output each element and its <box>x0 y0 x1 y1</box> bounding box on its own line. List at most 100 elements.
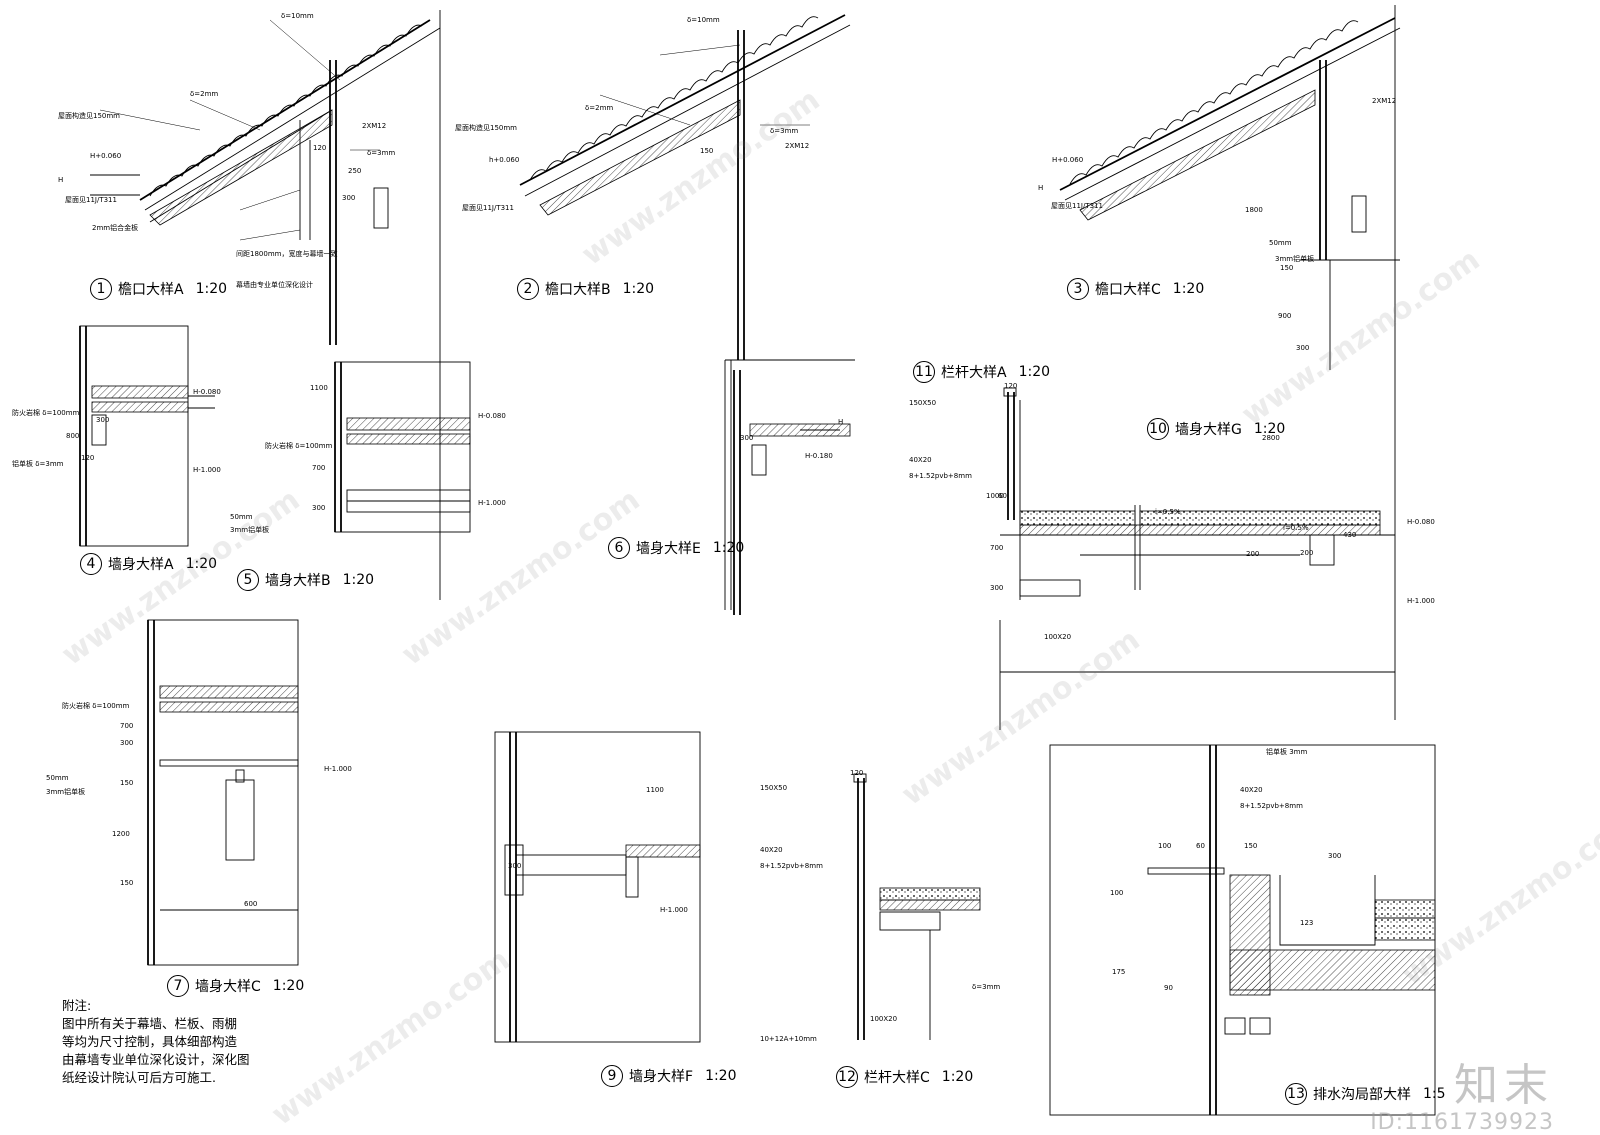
svg-text:300: 300 <box>1296 344 1309 352</box>
svg-text:H-0.080: H-0.080 <box>1407 518 1435 526</box>
detail-scale: 1:20 <box>712 540 745 556</box>
detail-label: 栏杆大样C <box>864 1070 930 1086</box>
svg-text:120: 120 <box>850 769 863 777</box>
svg-text:防火岩棉 δ=100mm: 防火岩棉 δ=100mm <box>265 441 333 450</box>
svg-text:1800: 1800 <box>1245 206 1263 214</box>
svg-text:2XM12: 2XM12 <box>785 142 809 150</box>
svg-text:i=0.5%: i=0.5% <box>1155 508 1181 516</box>
detail-number: 1 <box>90 278 112 300</box>
detail-number: 12 <box>836 1066 858 1088</box>
svg-text:屋面见11J/T311: 屋面见11J/T311 <box>462 204 514 212</box>
detail-number: 5 <box>237 569 259 591</box>
svg-text:150: 150 <box>120 779 133 787</box>
detail-title-10: 10 墙身大样G 1:20 <box>1147 418 1285 440</box>
detail-label: 墙身大样G <box>1175 422 1242 438</box>
svg-text:防火岩棉 δ=100mm: 防火岩棉 δ=100mm <box>12 408 80 417</box>
svg-text:300: 300 <box>740 434 753 442</box>
svg-text:60: 60 <box>998 492 1007 500</box>
detail-scale: 1:20 <box>941 1069 974 1085</box>
detail-scale: 1:20 <box>622 281 655 297</box>
notes-heading: 附注: <box>62 998 92 1013</box>
svg-text:50mm: 50mm <box>1269 239 1292 247</box>
svg-text:120: 120 <box>81 454 94 462</box>
svg-text:10+12A+10mm: 10+12A+10mm <box>760 1035 817 1043</box>
svg-text:300: 300 <box>990 584 1003 592</box>
detail-title-1: 1 檐口大样A 1:20 <box>90 278 227 300</box>
svg-text:屋面见11J/T311: 屋面见11J/T311 <box>1051 202 1103 210</box>
svg-text:H+0.060: H+0.060 <box>90 152 121 160</box>
svg-text:H-1.000: H-1.000 <box>193 466 221 474</box>
detail-title-9: 9 墙身大样F 1:20 <box>601 1065 737 1087</box>
detail-number: 4 <box>80 553 102 575</box>
svg-text:3mm铝单板: 3mm铝单板 <box>46 787 85 796</box>
svg-text:123: 123 <box>1300 919 1313 927</box>
svg-text:40X20: 40X20 <box>1240 786 1263 794</box>
detail-number: 7 <box>167 975 189 997</box>
svg-text:430: 430 <box>1343 531 1356 539</box>
svg-text:200: 200 <box>1246 550 1259 558</box>
svg-text:1100: 1100 <box>646 786 664 794</box>
svg-text:屋面见11J/T311: 屋面见11J/T311 <box>65 196 117 204</box>
detail-label: 排水沟局部大样 <box>1313 1087 1411 1103</box>
svg-text:100: 100 <box>1110 889 1123 897</box>
detail-title-3: 3 檐口大样C 1:20 <box>1067 278 1204 300</box>
svg-text:间距1800mm，宽度与幕墙一致: 间距1800mm，宽度与幕墙一致 <box>236 249 337 258</box>
detail-5-drawing: 防火岩棉 δ=100mm 3mm铝单板 50mm 1100 700 300 H-… <box>230 361 506 534</box>
svg-text:δ=10mm: δ=10mm <box>687 16 720 24</box>
svg-text:H-1.000: H-1.000 <box>478 499 506 507</box>
svg-text:100X20: 100X20 <box>1044 633 1071 641</box>
svg-text:8+1.52pvb+8mm: 8+1.52pvb+8mm <box>1240 802 1303 810</box>
svg-text:150: 150 <box>1280 264 1293 272</box>
svg-text:175: 175 <box>1112 968 1125 976</box>
detail-scale: 1:20 <box>195 281 228 297</box>
detail-title-6: 6 墙身大样E 1:20 <box>608 537 744 559</box>
svg-text:H: H <box>838 418 843 426</box>
detail-label: 墙身大样A <box>108 557 174 573</box>
detail-number: 11 <box>913 361 935 383</box>
svg-text:50mm: 50mm <box>46 774 69 782</box>
svg-text:150X50: 150X50 <box>909 399 936 407</box>
svg-text:150: 150 <box>700 147 713 155</box>
detail-scale: 1:20 <box>1253 421 1286 437</box>
svg-text:60: 60 <box>1196 842 1205 850</box>
svg-text:幕墙由专业单位深化设计: 幕墙由专业单位深化设计 <box>236 280 313 289</box>
svg-text:3mm铝单板: 3mm铝单板 <box>230 525 269 534</box>
detail-label: 墙身大样E <box>636 541 701 557</box>
svg-text:40X20: 40X20 <box>909 456 932 464</box>
svg-text:屋面构造见150mm: 屋面构造见150mm <box>455 123 517 132</box>
svg-text:90: 90 <box>1164 984 1173 992</box>
svg-text:800: 800 <box>66 432 79 440</box>
svg-text:150X50: 150X50 <box>760 784 787 792</box>
svg-text:δ=3mm: δ=3mm <box>367 149 395 157</box>
detail-label: 墙身大样F <box>629 1069 694 1085</box>
detail-scale: 1:5 <box>1423 1086 1446 1102</box>
detail-3-drawing: H+0.060 H 屋面见11J/T311 1800 3mm铝单板 50mm 2… <box>1038 5 1401 720</box>
detail-7-drawing: 防火岩棉 δ=100mm 3mm铝单板 50mm 700 300 150 120… <box>46 619 352 966</box>
svg-text:50mm: 50mm <box>230 513 253 521</box>
detail-label: 檐口大样C <box>1095 282 1161 298</box>
detail-10-drawing: i=0.5% i=0.5% 430 200 200 H-0.080 H-1.00… <box>1000 505 1435 605</box>
detail-label: 栏杆大样A <box>941 365 1007 381</box>
svg-text:H-0.080: H-0.080 <box>478 412 506 420</box>
svg-text:700: 700 <box>312 464 325 472</box>
detail-label: 檐口大样B <box>545 282 611 298</box>
svg-text:100: 100 <box>1158 842 1171 850</box>
svg-text:150: 150 <box>120 879 133 887</box>
detail-number: 2 <box>517 278 539 300</box>
detail-number: 6 <box>608 537 630 559</box>
svg-text:H-0.180: H-0.180 <box>805 452 833 460</box>
svg-text:100X20: 100X20 <box>870 1015 897 1023</box>
svg-text:600: 600 <box>244 900 257 908</box>
svg-text:H: H <box>1038 184 1043 192</box>
svg-text:H-1.000: H-1.000 <box>660 906 688 914</box>
notes-line: 等均为尺寸控制，具体细部构造 <box>62 1034 238 1049</box>
svg-text:屋面构造见150mm: 屋面构造见150mm <box>58 111 120 120</box>
svg-text:铝单板 3mm: 铝单板 3mm <box>1266 747 1307 756</box>
detail-label: 墙身大样C <box>195 979 261 995</box>
svg-text:40X20: 40X20 <box>760 846 783 854</box>
detail-number: 9 <box>601 1065 623 1087</box>
svg-text:700: 700 <box>120 722 133 730</box>
detail-number: 13 <box>1285 1083 1307 1105</box>
svg-text:8+1.52pvb+8mm: 8+1.52pvb+8mm <box>760 862 823 870</box>
